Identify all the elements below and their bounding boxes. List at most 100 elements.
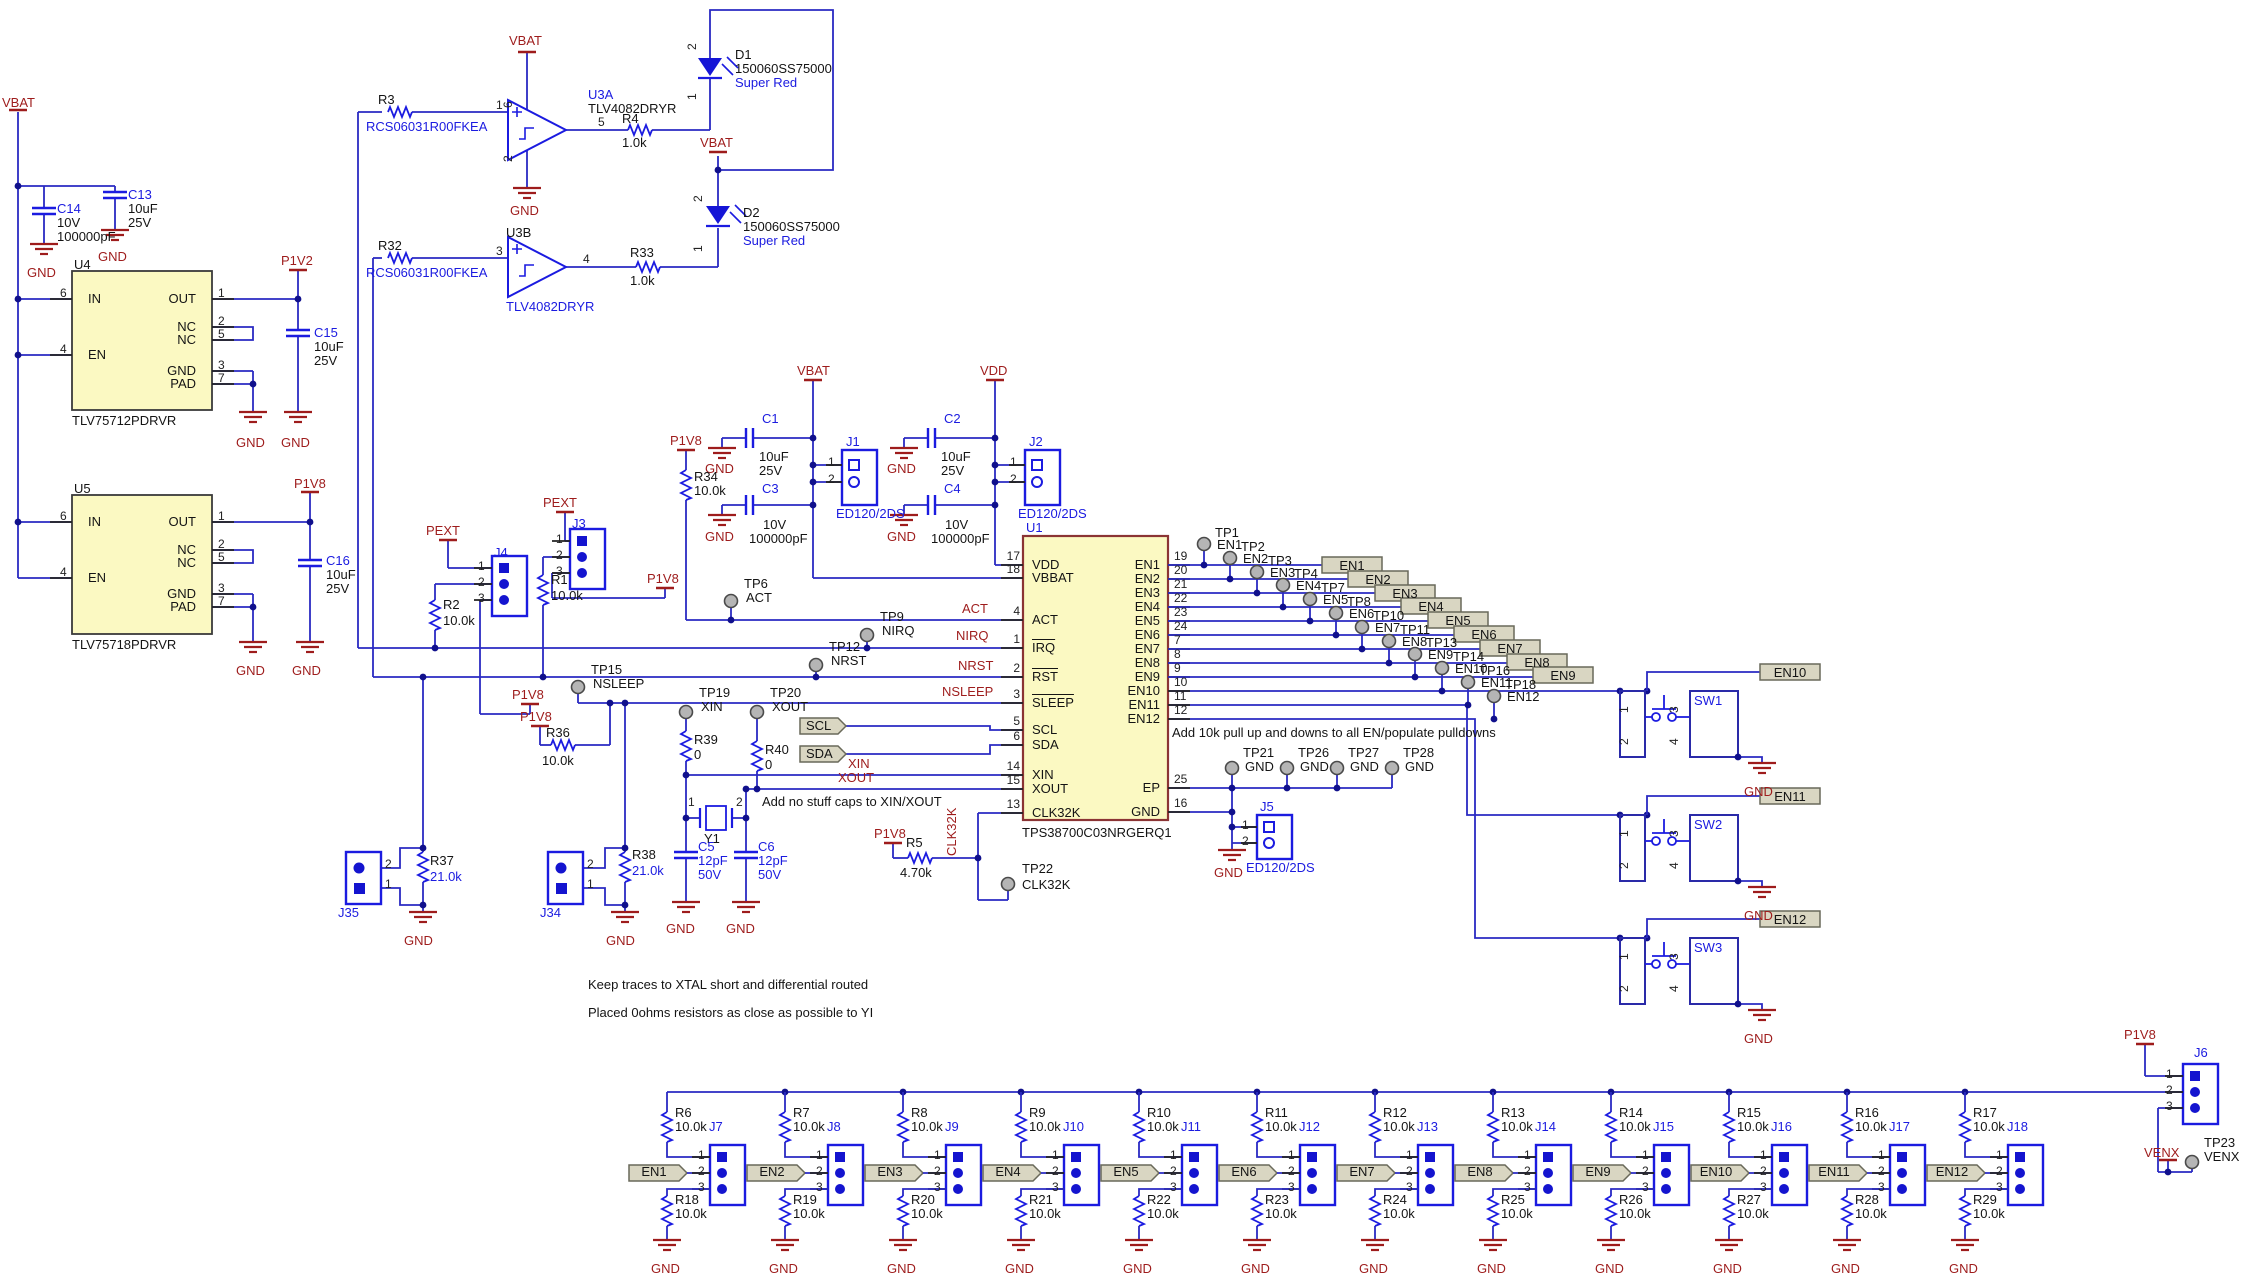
val-R26: 10.0k (1619, 1206, 1651, 1221)
val-c1: 10uF (759, 449, 789, 464)
ref-c1: C1 (762, 411, 779, 426)
u1-pinnum-EN4: 22 (1174, 591, 1188, 605)
val-R21: 10.0k (1029, 1206, 1061, 1221)
en-flag-EN2: EN2 (759, 1164, 785, 1179)
tp-net-TP26: GND (1300, 759, 1329, 774)
net-p1v2: P1V2 (281, 253, 313, 268)
J14-pin3: 3 (1524, 1180, 1531, 1194)
part-j2: ED120/2DS (1018, 506, 1087, 521)
net-clk32k: CLK32K (944, 807, 959, 856)
pn-y1-1: 1 (688, 795, 695, 809)
en-box-EN4: EN4 (1418, 599, 1444, 614)
gnd-c15: GND (281, 435, 310, 450)
note-xtal: Keep traces to XTAL short and differenti… (588, 977, 869, 992)
pn-j5-1: 1 (1242, 818, 1249, 832)
part-r32: RCS06031R00FKEA (366, 265, 488, 280)
val-c6-v: 50V (758, 867, 782, 882)
gnd-u4: GND (236, 435, 265, 450)
en-box-EN8: EN8 (1524, 655, 1550, 670)
pn-j2-1: 1 (1010, 455, 1017, 469)
tp-label-TP14: TP14 (1453, 649, 1485, 664)
pn-u5-1: 1 (218, 509, 225, 523)
pn-j35-2: 2 (385, 857, 392, 871)
gnd-c6: GND (726, 921, 755, 936)
ref-c13: C13 (128, 187, 152, 202)
u1-pin-CLK32K: CLK32K (1032, 805, 1081, 820)
ref-J10: J10 (1063, 1119, 1084, 1134)
ref-c6: C6 (758, 839, 775, 854)
net-nirq: NIRQ (956, 628, 989, 643)
J13-pin3: 3 (1406, 1180, 1413, 1194)
pn-j4-2: 2 (478, 575, 485, 589)
val-R6: 10.0k (675, 1119, 707, 1134)
pn-j3-2: 2 (556, 548, 563, 562)
u1-pinnum-SDA: 6 (1013, 729, 1020, 743)
net-p1v8-u5: P1V8 (294, 476, 326, 491)
u1-pin-ACT: ACT (1032, 612, 1058, 627)
pn-j6-2: 2 (2166, 1083, 2173, 1097)
ref-r4: R4 (622, 111, 639, 126)
ref-r5: R5 (906, 835, 923, 850)
tp-net-TP2: EN2 (1243, 551, 1269, 566)
part-d1: 150060SS75000 (735, 61, 832, 76)
J8-pin2: 2 (816, 1164, 823, 1178)
val-R17: 10.0k (1973, 1119, 2005, 1134)
pn-u4-2: 2 (218, 314, 225, 328)
tp-net-TP28: GND (1405, 759, 1434, 774)
tp-label-TP7: TP7 (1321, 580, 1345, 595)
pn-d1-1: 1 (685, 93, 699, 100)
u1-pin-VBBAT: VBBAT (1032, 570, 1074, 585)
tp-net-TP1: EN1 (1217, 537, 1243, 552)
J11-pin3: 3 (1170, 1180, 1177, 1194)
J18-pin3: 3 (1996, 1180, 2003, 1194)
tp-label-TP2: TP2 (1241, 539, 1265, 554)
tp-net-TP10: EN7 (1375, 620, 1401, 635)
val-R11: 10.0k (1265, 1119, 1297, 1134)
pn-u3b-4: 4 (583, 252, 590, 266)
pin-u4-in: IN (88, 291, 101, 306)
gnd-J9: GND (887, 1261, 916, 1276)
ref-r2: R2 (443, 597, 460, 612)
ref-c4: C4 (944, 481, 961, 496)
gnd-c5: GND (666, 921, 695, 936)
en-flag-EN10: EN10 (1699, 1164, 1733, 1179)
flag-sda: SDA (806, 746, 833, 761)
tp-label-TP11: TP11 (1400, 622, 1431, 637)
tp-label-TP18: TP18 (1505, 677, 1537, 692)
u1-pinnum-ACT: 4 (1013, 604, 1020, 618)
pn-u3b-3: 3 (496, 244, 503, 258)
en-box-EN12: EN12 (1773, 912, 1807, 927)
tp-net-TP7: EN5 (1323, 592, 1349, 607)
val-R29: 10.0k (1973, 1206, 2005, 1221)
pin-u5-nc1: NC (177, 542, 196, 557)
ref-R13: R13 (1501, 1105, 1525, 1120)
J16-pin3: 3 (1760, 1180, 1767, 1194)
val-R24: 10.0k (1383, 1206, 1415, 1221)
ref-r37: R37 (430, 853, 454, 868)
tp-net-TP4: EN4 (1296, 578, 1322, 593)
u1-pinnum-EN7: 7 (1174, 633, 1181, 647)
en-box-EN6: EN6 (1471, 627, 1497, 642)
ref-R19: R19 (793, 1192, 817, 1207)
ref-R6: R6 (675, 1105, 692, 1120)
ref-j34: J34 (540, 905, 561, 920)
pn-j34-2: 2 (587, 857, 594, 871)
net-xout: XOUT (838, 770, 875, 785)
J9-pin2: 2 (934, 1164, 941, 1178)
ref-j5: J5 (1260, 799, 1274, 814)
pin-u5-out: OUT (168, 514, 196, 529)
gnd-J12: GND (1241, 1261, 1270, 1276)
net-vbat-u3a: VBAT (509, 33, 542, 48)
net-p1v8-r5: P1V8 (874, 826, 906, 841)
J15-pin1: 1 (1642, 1148, 1649, 1162)
val-r1: 10.0k (551, 588, 583, 603)
pin-u4-en: EN (88, 347, 107, 362)
SW3-pin2: 2 (1617, 985, 1631, 992)
pn-j1-1: 1 (828, 455, 835, 469)
val-c3-v: 10V (763, 517, 787, 532)
J12-pin2: 2 (1288, 1164, 1295, 1178)
val-c2-v: 25V (941, 463, 965, 478)
ref-J13: J13 (1417, 1119, 1438, 1134)
gnd-c16: GND (292, 663, 321, 678)
